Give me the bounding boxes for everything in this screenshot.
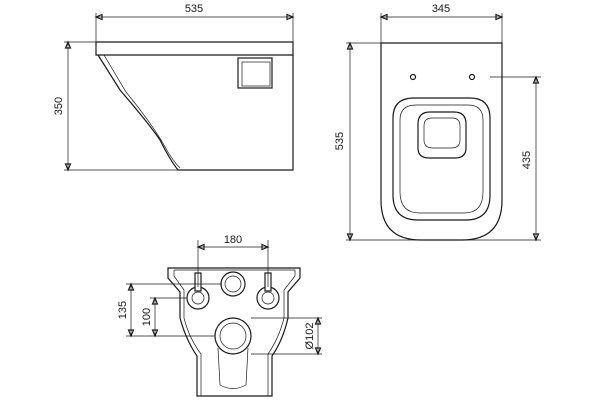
back-dim-arrow-left bbox=[196, 243, 205, 251]
top-view-bowl-inner bbox=[423, 117, 461, 149]
back-dim-arrow-outlet-top bbox=[314, 316, 322, 325]
back-dim-arrow-100-bottom bbox=[151, 329, 159, 338]
top-view-bolt-right bbox=[468, 73, 476, 81]
top-view-bowl bbox=[417, 111, 467, 159]
side-dim-arrow-bottom bbox=[64, 163, 72, 172]
back-dim-arrow-135-bottom bbox=[127, 329, 135, 338]
side-height-label: 350 bbox=[53, 97, 65, 115]
top-view-rim-inner bbox=[399, 104, 484, 214]
top-dim-arrow-left bbox=[379, 13, 388, 21]
back-100-label: 100 bbox=[141, 308, 153, 326]
side-view-lid bbox=[95, 41, 294, 56]
back-dim-arrow-135-top bbox=[127, 282, 135, 291]
side-dim-arrow-top bbox=[64, 40, 72, 49]
top-dim-arrow-front bbox=[532, 233, 540, 242]
back-view-inner-right bbox=[174, 269, 296, 396]
back-view-outlet bbox=[214, 317, 252, 355]
side-dim-arrow-left bbox=[94, 13, 103, 21]
top-view-outline bbox=[380, 42, 503, 241]
top-dim-arrow-right bbox=[495, 13, 504, 21]
back-dim-arrow-right bbox=[261, 243, 270, 251]
back-view: 180 135 100 Ø102 bbox=[117, 234, 322, 397]
back-135-label: 135 bbox=[117, 301, 129, 319]
back-view-bolt-right-inner bbox=[261, 291, 275, 305]
top-length-label: 535 bbox=[334, 132, 346, 150]
back-view-inner-left bbox=[173, 270, 202, 396]
side-view-body bbox=[97, 54, 294, 171]
back-dim-arrow-outlet-bottom bbox=[314, 347, 322, 356]
side-view-inner-curve bbox=[103, 54, 181, 169]
top-width-label: 345 bbox=[432, 3, 450, 15]
back-outlet-label: Ø102 bbox=[304, 323, 316, 350]
top-view-rim bbox=[392, 97, 491, 221]
back-view-inlet-inner bbox=[224, 275, 242, 293]
top-view: 345 535 435 bbox=[334, 3, 541, 242]
back-spacing-label: 180 bbox=[224, 234, 242, 246]
back-view-outline bbox=[167, 267, 301, 397]
side-length-label: 535 bbox=[185, 3, 203, 15]
top-bowl-label: 435 bbox=[521, 151, 533, 169]
top-view-bolt-left bbox=[409, 73, 417, 81]
top-dim-arrow-bolt bbox=[532, 75, 540, 84]
back-dim-arrow-100-top bbox=[151, 296, 159, 305]
side-view: 535 350 bbox=[53, 3, 295, 172]
side-view-flush-plate-inner bbox=[241, 61, 271, 87]
back-view-trap bbox=[217, 347, 249, 389]
back-view-inlet bbox=[220, 271, 246, 297]
back-view-bolt-left-inner bbox=[191, 291, 205, 305]
side-view-flush-plate bbox=[237, 57, 273, 89]
top-dim-arrow-top bbox=[346, 41, 354, 50]
side-dim-arrow-right bbox=[286, 13, 295, 21]
top-dim-arrow-bottom bbox=[346, 233, 354, 242]
back-view-outlet-inner bbox=[219, 322, 247, 350]
